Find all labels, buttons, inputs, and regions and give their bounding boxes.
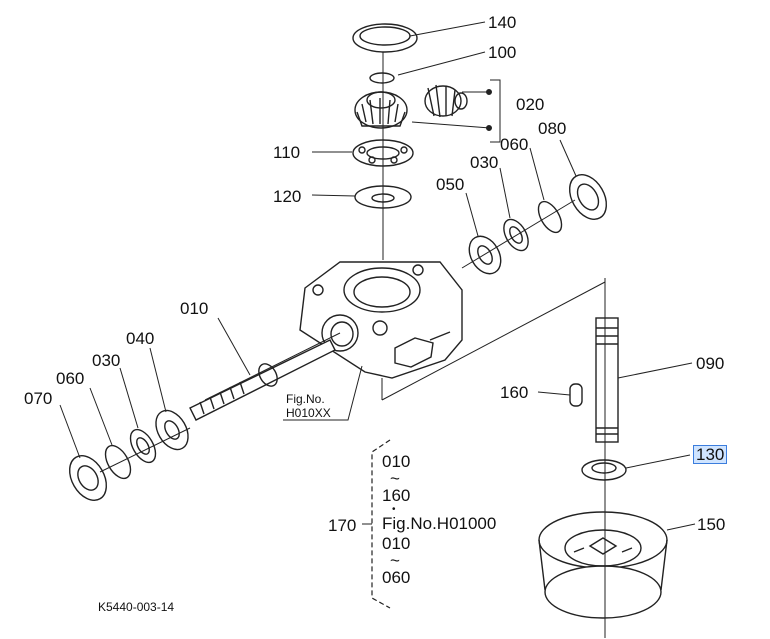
label-part-070: 070 [24, 389, 53, 408]
part-040-bearing [155, 409, 189, 451]
bracket-item-3: Fig.No.H01000 [382, 514, 497, 533]
bracket-item-2: 160 [382, 486, 411, 505]
fig-caption-line2: H010XX [286, 406, 331, 420]
explode-lines [99, 52, 606, 638]
bracket-group-list: 010 ~ 160 • Fig.No.H01000 010 ~ 060 [382, 452, 496, 588]
part-140-cap [352, 23, 418, 53]
label-part-120: 120 [273, 187, 302, 206]
bracket-item-1: 010 [382, 452, 411, 471]
part-060-circlip-top [537, 200, 563, 234]
label-part-010: 010 [180, 299, 209, 318]
label-part-060-left: 060 [56, 369, 85, 388]
label-part-030-top: 030 [470, 153, 499, 172]
label-part-020: 020 [516, 95, 545, 114]
part-090-output-shaft [595, 317, 619, 443]
bracket-tilde-2: ~ [390, 551, 400, 570]
part-130-oil-seal [581, 459, 627, 481]
label-part-050: 050 [436, 175, 465, 194]
leader-lines [59, 21, 696, 531]
part-020-bevel-gear-pinion [424, 84, 468, 118]
bracket-item-4: 010 [382, 534, 411, 553]
label-part-100: 100 [488, 43, 517, 62]
bracket-170 [371, 439, 391, 609]
part-150-pulley [538, 511, 668, 619]
part-060-circlip-left [104, 444, 132, 480]
label-part-080: 080 [538, 119, 567, 138]
part-080-oil-seal [568, 174, 608, 220]
gearbox-housing [299, 261, 463, 379]
label-part-130: 130 [693, 445, 728, 464]
bracket-dot: • [392, 504, 396, 515]
label-part-090: 090 [696, 354, 725, 373]
fig-caption-line1: Fig.No. [286, 392, 325, 406]
bracket-item-5: 060 [382, 568, 411, 587]
part-070-oil-seal [68, 455, 108, 501]
part-010-input-shaft [189, 339, 336, 421]
part-050-bearing [468, 235, 502, 275]
figure-reference-caption: Fig.No. H010XX [286, 392, 331, 420]
part-030-spacer-left [129, 428, 157, 464]
drawing-code: K5440-003-14 [98, 600, 175, 614]
bracket-tilde-1: ~ [390, 469, 400, 488]
part-160-key [569, 383, 583, 407]
label-part-110: 110 [273, 143, 301, 162]
label-part-060-top: 060 [500, 135, 529, 154]
label-part-160: 160 [500, 383, 529, 402]
label-part-030-left: 030 [92, 351, 121, 370]
part-100-circlip [369, 72, 395, 84]
part-020-bevel-gear-main [354, 91, 408, 129]
label-part-170: 170 [328, 516, 357, 535]
label-part-140: 140 [488, 13, 517, 32]
label-part-150: 150 [697, 515, 726, 534]
label-part-040: 040 [126, 329, 155, 348]
